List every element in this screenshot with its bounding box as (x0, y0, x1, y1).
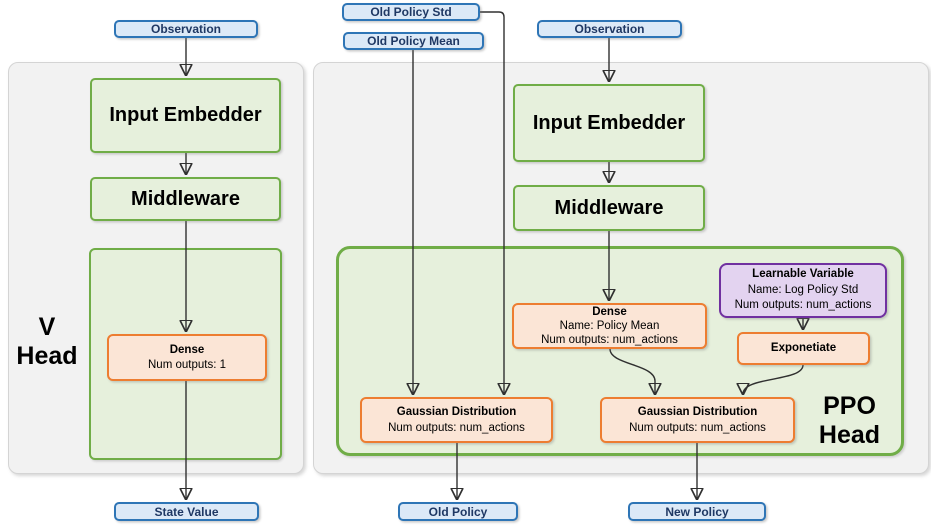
ppo-dense-name: Name: Policy Mean (559, 320, 660, 332)
ppo-head-label-line1: PPO (823, 392, 876, 420)
ppo-observation-input: Observation (537, 20, 682, 38)
v-middleware-box: Middleware (90, 177, 281, 221)
new-policy-output: New Policy (628, 502, 766, 521)
state-value-output: State Value (114, 502, 259, 521)
gaussian-distribution-old-box: Gaussian Distribution Num outputs: num_a… (360, 397, 553, 443)
learnable-variable-title: Learnable Variable (752, 268, 854, 281)
gaussian-distribution-new-box: Gaussian Distribution Num outputs: num_a… (600, 397, 795, 443)
v-head-label-line2: Head (16, 342, 78, 370)
v-input-embedder-box: Input Embedder (90, 78, 281, 153)
v-observation-label: Observation (150, 22, 222, 36)
ppo-input-embedder-label: Input Embedder (532, 111, 686, 134)
state-value-label: State Value (154, 504, 219, 519)
gaussian-new-outputs: Num outputs: num_actions (629, 422, 766, 434)
ppo-input-embedder-box: Input Embedder (513, 84, 705, 162)
v-dense-outputs: Num outputs: 1 (148, 358, 226, 371)
ppo-middleware-label: Middleware (554, 196, 664, 219)
v-middleware-label: Middleware (131, 187, 240, 210)
gaussian-old-outputs: Num outputs: num_actions (388, 422, 525, 434)
old-policy-mean-input: Old Policy Mean (343, 32, 484, 50)
ppo-middleware-box: Middleware (513, 185, 705, 231)
ppo-dense-box: Dense Name: Policy Mean Num outputs: num… (512, 303, 707, 349)
ppo-head-label: PPO Head (802, 392, 897, 450)
exponetiate-box: Exponetiate (737, 332, 870, 365)
old-policy-output-label: Old Policy (428, 504, 488, 519)
v-observation-input: Observation (114, 20, 258, 38)
learnable-variable-outputs: Num outputs: num_actions (734, 299, 872, 312)
v-head-label: V Head (12, 313, 82, 371)
old-policy-mean-label: Old Policy Mean (367, 34, 460, 48)
learnable-variable-box: Learnable Variable Name: Log Policy Std … (719, 263, 887, 318)
v-dense-title: Dense (169, 344, 205, 356)
ppo-dense-title: Dense (592, 306, 627, 318)
old-policy-std-label: Old Policy Std (370, 5, 452, 19)
old-policy-output: Old Policy (398, 502, 518, 521)
exponetiate-label: Exponetiate (770, 342, 837, 355)
v-dense-box: Dense Num outputs: 1 (107, 334, 267, 381)
gaussian-old-title: Gaussian Distribution (396, 406, 517, 418)
ppo-dense-outputs: Num outputs: num_actions (541, 334, 678, 346)
v-head-label-line1: V (38, 313, 56, 341)
ppo-head-label-line2: Head (818, 421, 881, 449)
ppo-observation-label: Observation (574, 22, 645, 36)
gaussian-new-title: Gaussian Distribution (637, 406, 758, 418)
learnable-variable-name: Name: Log Policy Std (747, 283, 859, 296)
old-policy-std-input: Old Policy Std (342, 3, 480, 21)
new-policy-output-label: New Policy (665, 504, 729, 519)
v-input-embedder-label: Input Embedder (109, 104, 262, 126)
